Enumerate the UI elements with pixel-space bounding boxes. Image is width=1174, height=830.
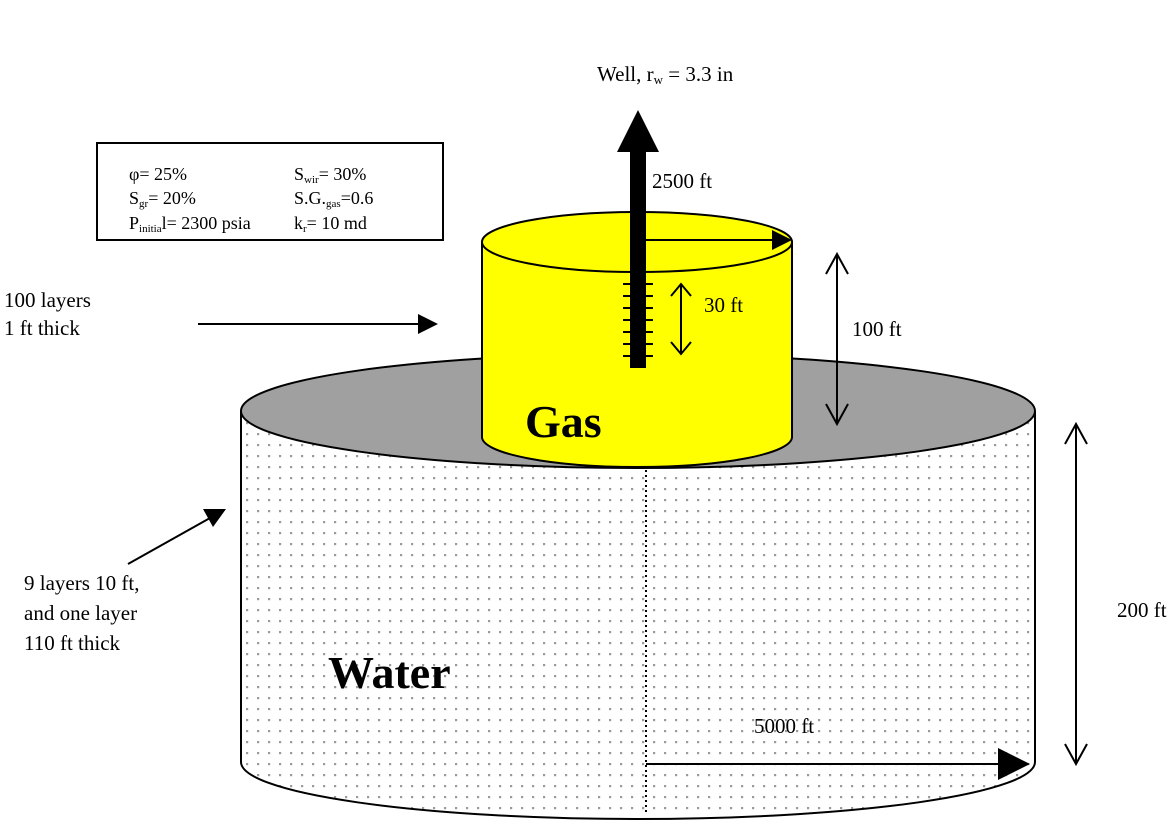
water-zone-label: Water (328, 647, 451, 698)
parameters-box: φ= 25% Swir= 30% Sgr= 20% S.G.gas=0.6 Pi… (96, 142, 444, 241)
sgr-param: Sgr= 20% (129, 188, 196, 210)
well-label: Well, rw = 3.3 in (597, 62, 734, 87)
gas-gravity-param: S.G.gas=0.6 (294, 188, 374, 210)
perforation-arrow (670, 282, 692, 356)
well-length-label: 2500 ft (652, 169, 712, 193)
water-layers-pointer (127, 509, 226, 565)
reservoir-radius-arrow (646, 748, 1030, 780)
water-cylinder (240, 411, 1036, 820)
gas-radius-arrow (646, 230, 792, 250)
reservoir-radius-label: 5000 ft (754, 714, 814, 738)
gas-height-arrow (825, 251, 849, 427)
swir-param: Swir= 30% (294, 164, 367, 186)
water-layers-label: 9 layers 10 ft, and one layer 110 ft thi… (24, 571, 140, 655)
well-bore (617, 110, 659, 368)
gas-layers-label: 100 layers 1 ft thick (4, 288, 91, 340)
gas-layers-pointer (198, 314, 438, 334)
total-height-arrow (1064, 421, 1088, 767)
perforation-label: 30 ft (704, 293, 743, 317)
gas-height-label: 100 ft (852, 317, 902, 341)
permeability-param: kr= 10 md (294, 213, 367, 235)
gas-zone-label: Gas (525, 396, 602, 447)
initial-pressure-param: Pinitial= 2300 psia (129, 213, 251, 235)
total-height-label: 200 ft (1117, 598, 1167, 622)
porosity-param: φ= 25% (129, 164, 188, 184)
